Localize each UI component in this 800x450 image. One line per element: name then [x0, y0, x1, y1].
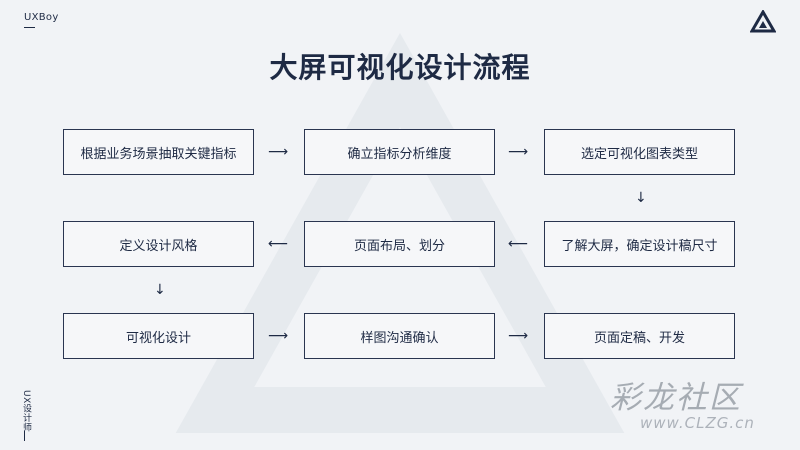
brand-name: UXBoy: [24, 12, 59, 23]
step-box-analysis-dimensions: 确立指标分析维度: [304, 129, 495, 175]
arrow-down-icon: ↓: [635, 190, 647, 206]
watermark-url: www.CLZG.cn: [640, 414, 755, 432]
side-label: UX设计师: [21, 390, 31, 433]
arrow-right-icon: ⟶: [508, 328, 529, 344]
brand-underline: [24, 27, 35, 28]
side-line: [24, 431, 25, 441]
step-box-visual-design: 可视化设计: [63, 313, 254, 359]
arrow-right-icon: ⟶: [268, 144, 289, 160]
step-box-extract-indicators: 根据业务场景抽取关键指标: [63, 129, 254, 175]
step-box-design-style: 定义设计风格: [63, 221, 254, 267]
page-title: 大屏可视化设计流程: [269, 51, 531, 84]
step-box-chart-type: 选定可视化图表类型: [544, 129, 735, 175]
arrow-down-icon: ↓: [154, 282, 166, 298]
arrow-left-icon: ⟵: [508, 236, 529, 252]
step-box-screen-size: 了解大屏，确定设计稿尺寸: [544, 221, 735, 267]
logo-triangle-icon: [750, 10, 776, 33]
arrow-right-icon: ⟶: [268, 328, 289, 344]
arrow-right-icon: ⟶: [508, 144, 529, 160]
step-box-page-layout: 页面布局、划分: [304, 221, 495, 267]
watermark-text: 彩龙社区: [610, 380, 742, 416]
arrow-left-icon: ⟵: [268, 236, 289, 252]
step-box-finalize-develop: 页面定稿、开发: [544, 313, 735, 359]
step-box-sample-confirm: 样图沟通确认: [304, 313, 495, 359]
